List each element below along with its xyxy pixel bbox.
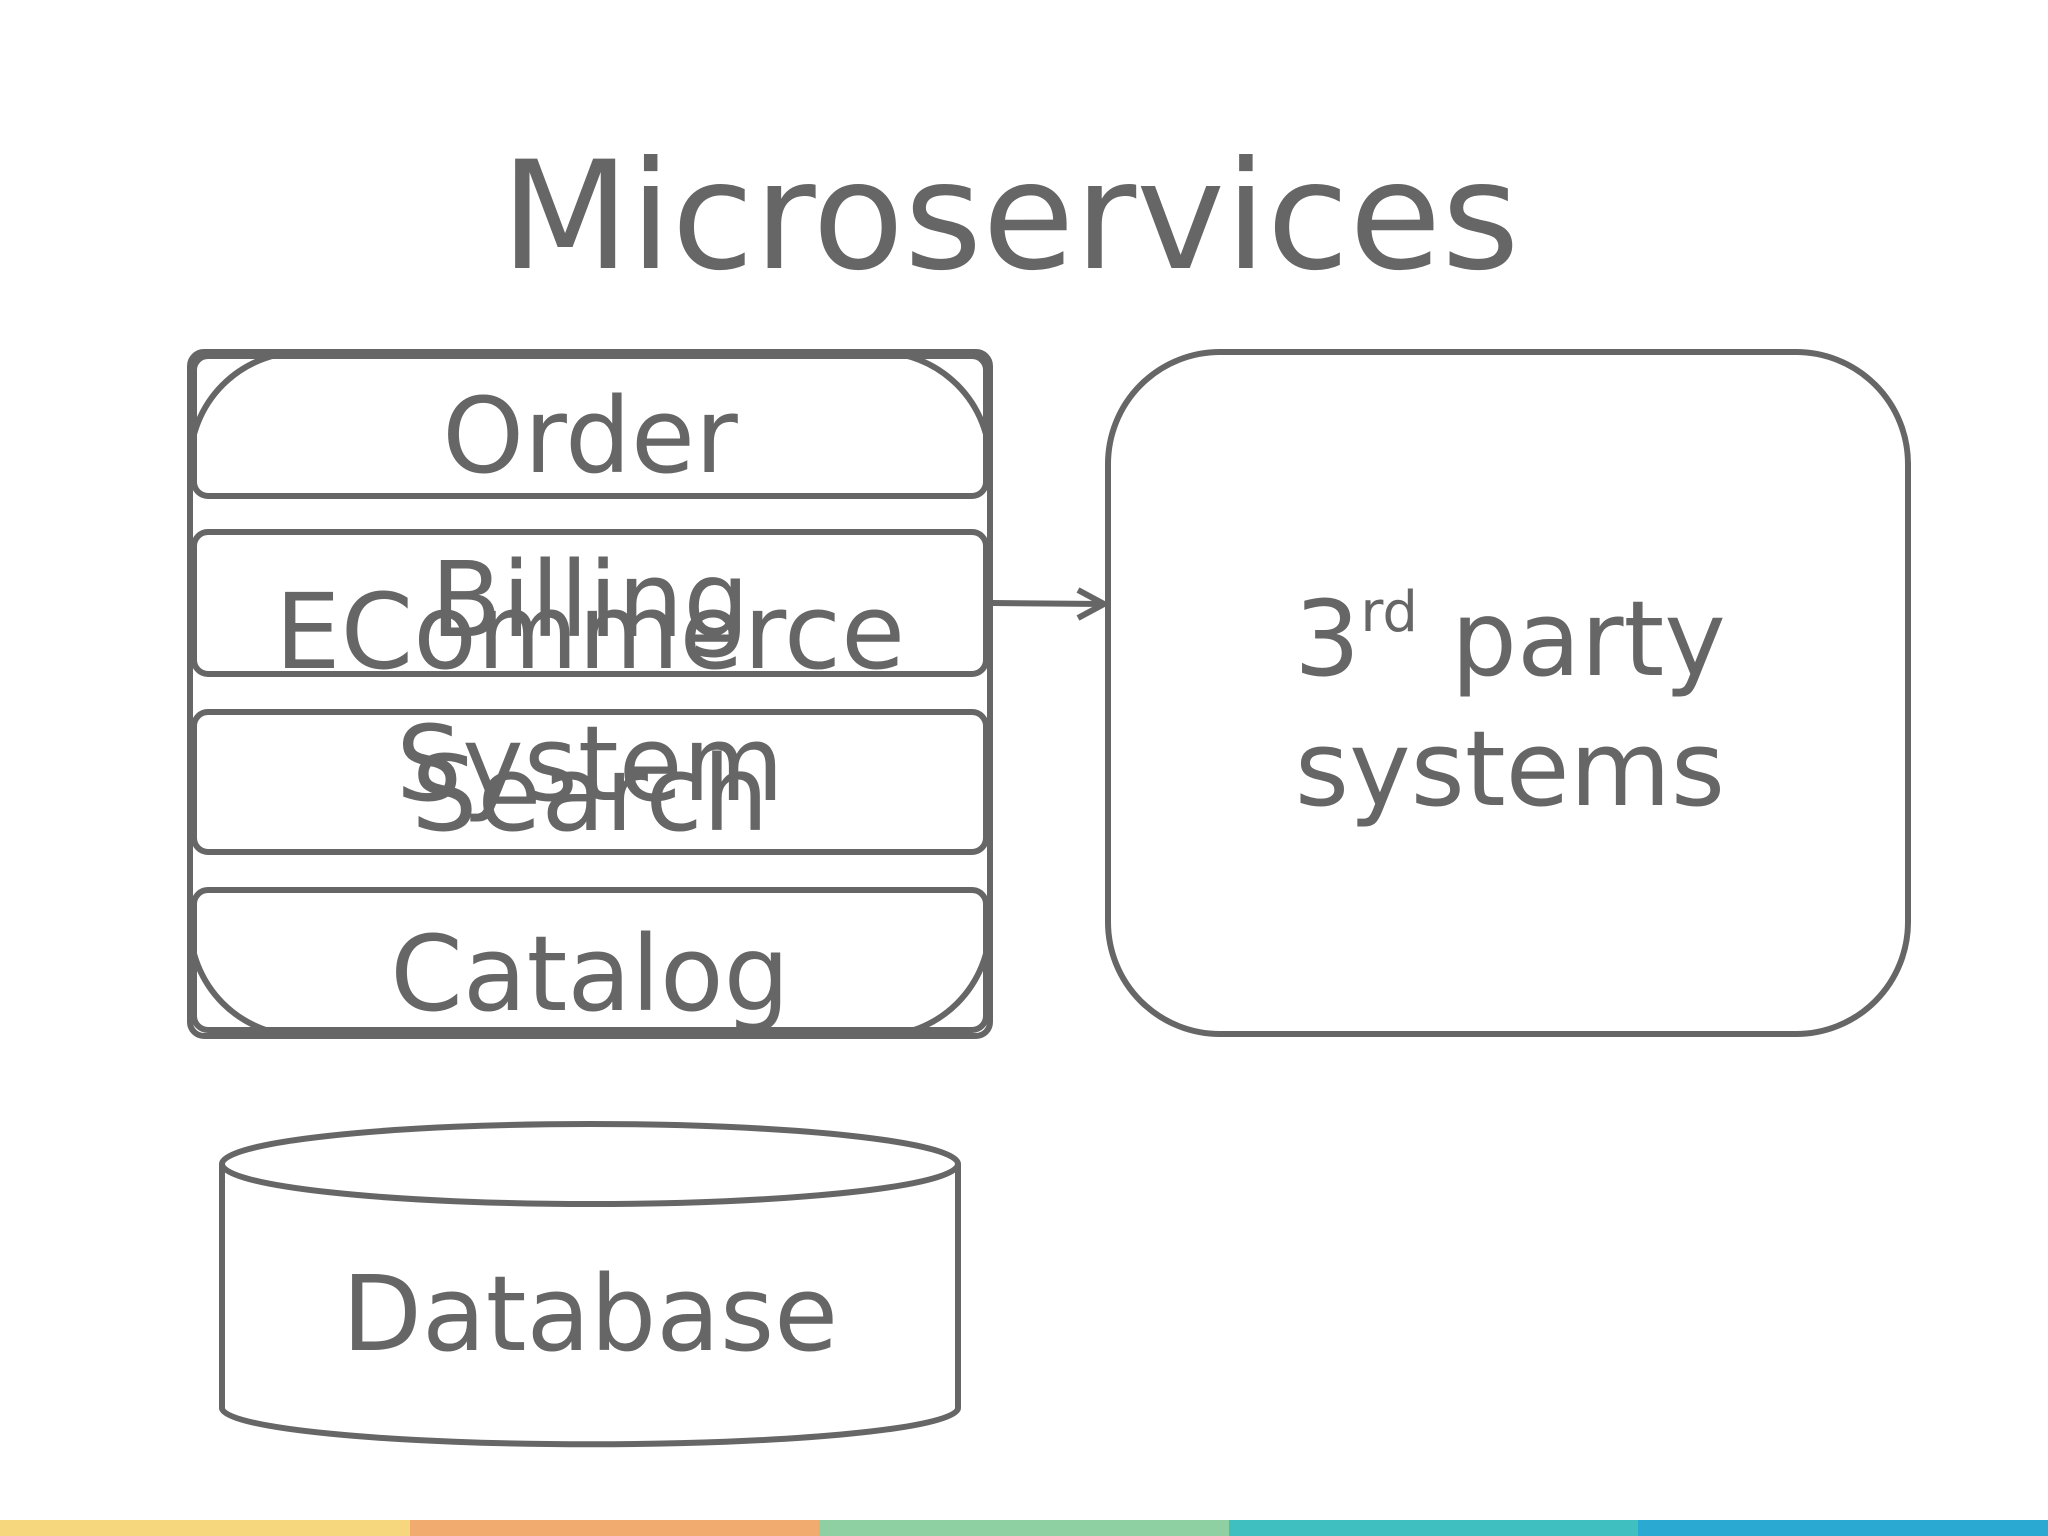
service-catalog-box [191, 887, 989, 1033]
service-stack-box [187, 349, 993, 1039]
service-billing: Billing [191, 529, 989, 677]
monolith-label-line2: System [396, 703, 784, 825]
third-party-label-line1: 3rd party [1294, 578, 1726, 700]
service-search-label: Search [411, 733, 768, 855]
database-label: Database [342, 1253, 838, 1375]
footer-segment-yellow [0, 1520, 410, 1536]
service-order-label: Order [442, 375, 738, 497]
footer-segment-green [819, 1520, 1229, 1536]
service-catalog-label: Catalog [390, 913, 789, 1035]
service-catalog: Catalog [191, 887, 989, 1035]
service-order-box [191, 353, 989, 499]
third-party-box [1105, 349, 1911, 1037]
arrow-to-third-party [991, 587, 1111, 621]
footer-segment-blue [1638, 1520, 2048, 1536]
service-search: Search [191, 709, 989, 855]
third-party-number: 3 [1294, 578, 1360, 700]
database-cylinder: Database [219, 1121, 961, 1448]
third-party-label-line2: systems [1295, 708, 1725, 830]
service-billing-box [191, 529, 989, 677]
service-order: Order [191, 353, 989, 499]
third-party-word: party [1418, 578, 1726, 700]
third-party-superscript: rd [1360, 580, 1418, 645]
service-billing-label: Billing [431, 539, 750, 661]
service-search-box [191, 709, 989, 855]
database-top-ellipse [219, 1121, 961, 1207]
footer-segment-orange [409, 1520, 820, 1536]
footer-color-bar [0, 1520, 2048, 1536]
slide-title: Microservices [500, 130, 1519, 304]
footer-segment-teal [1228, 1520, 1639, 1536]
